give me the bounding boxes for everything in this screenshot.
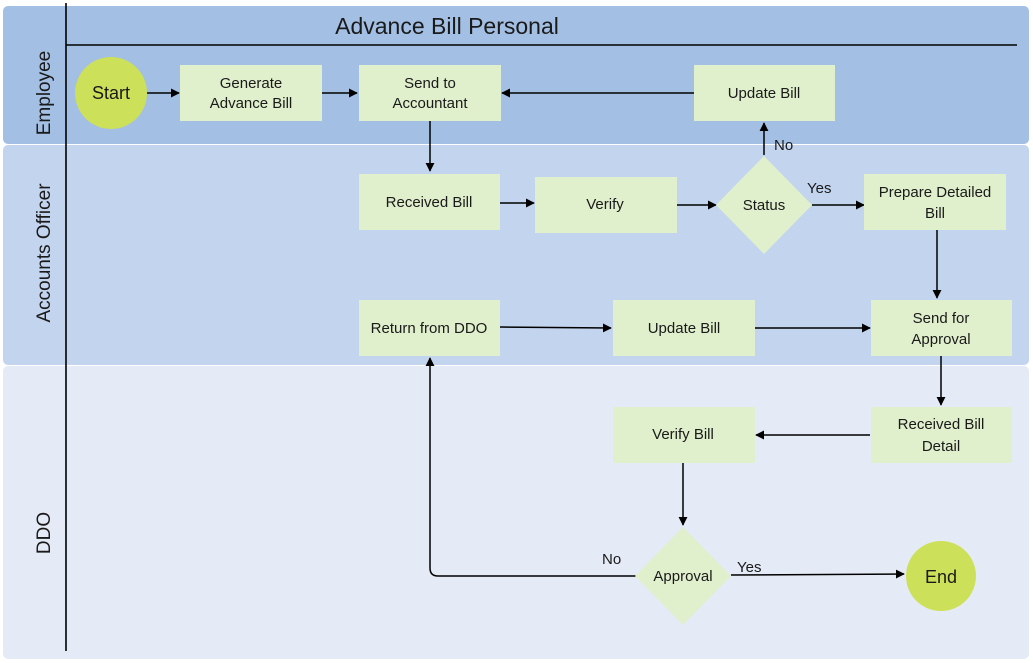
- node-send-accountant-label-1: Send to: [404, 75, 456, 92]
- node-status-decision[interactable]: Status: [716, 156, 812, 254]
- node-start[interactable]: Start: [75, 57, 147, 129]
- lane-label-ddo: DDO: [34, 512, 55, 554]
- node-end[interactable]: End: [906, 541, 976, 611]
- edge-label-approval-yes: Yes: [737, 559, 761, 576]
- node-generate-advance-bill[interactable]: Generate Advance Bill: [180, 65, 322, 121]
- node-received-bill-detail[interactable]: Received Bill Detail: [871, 407, 1012, 463]
- node-prepare-detailed-bill[interactable]: Prepare Detailed Bill: [864, 174, 1006, 230]
- node-verify-bill-label: Verify Bill: [652, 426, 714, 443]
- lane-label-accounts-officer: Accounts Officer: [34, 183, 55, 323]
- node-update-bill-employee-label: Update Bill: [728, 85, 801, 102]
- edge-return-update: [499, 323, 612, 333]
- node-return-from-ddo[interactable]: Return from DDO: [359, 300, 500, 356]
- node-approval-label: Approval: [653, 568, 712, 585]
- diagram-title: Advance Bill Personal: [335, 13, 559, 39]
- node-received-detail-label-2: Detail: [922, 438, 960, 455]
- edge-label-status-no: No: [774, 137, 793, 154]
- node-send-approval-label-1: Send for: [913, 310, 970, 327]
- edge-label-approval-no: No: [602, 551, 621, 568]
- node-status-label: Status: [743, 197, 786, 214]
- node-update-bill-ao[interactable]: Update Bill: [613, 300, 755, 356]
- lane-ddo: [3, 366, 1029, 659]
- node-send-to-accountant[interactable]: Send to Accountant: [359, 65, 501, 121]
- node-received-bill-label: Received Bill: [386, 194, 473, 211]
- node-send-approval-label-2: Approval: [911, 331, 970, 348]
- node-approval-decision[interactable]: Approval: [635, 527, 731, 625]
- node-prepare-label-1: Prepare Detailed: [879, 184, 992, 201]
- node-start-label: Start: [92, 83, 130, 103]
- node-verify-label: Verify: [586, 196, 624, 213]
- node-generate-label-1: Generate: [220, 75, 283, 92]
- node-return-ddo-label: Return from DDO: [371, 320, 488, 337]
- edges: [147, 88, 946, 579]
- node-received-detail-label-1: Received Bill: [898, 416, 985, 433]
- node-verify-bill[interactable]: Verify Bill: [613, 407, 755, 463]
- edge-label-status-yes: Yes: [807, 180, 831, 197]
- lane-label-employee: Employee: [34, 51, 55, 136]
- node-update-bill-employee[interactable]: Update Bill: [694, 65, 835, 121]
- node-send-for-approval[interactable]: Send for Approval: [871, 300, 1012, 356]
- edge-approval-return: [425, 357, 636, 577]
- node-generate-label-2: Advance Bill: [210, 95, 293, 112]
- edge-approval-end: [730, 569, 905, 579]
- node-update-bill-ao-label: Update Bill: [648, 320, 721, 337]
- node-end-label: End: [925, 567, 957, 587]
- node-prepare-label-2: Bill: [925, 205, 945, 222]
- node-received-bill[interactable]: Received Bill: [359, 174, 500, 230]
- node-verify[interactable]: Verify: [535, 177, 677, 233]
- node-send-accountant-label-2: Accountant: [392, 95, 468, 112]
